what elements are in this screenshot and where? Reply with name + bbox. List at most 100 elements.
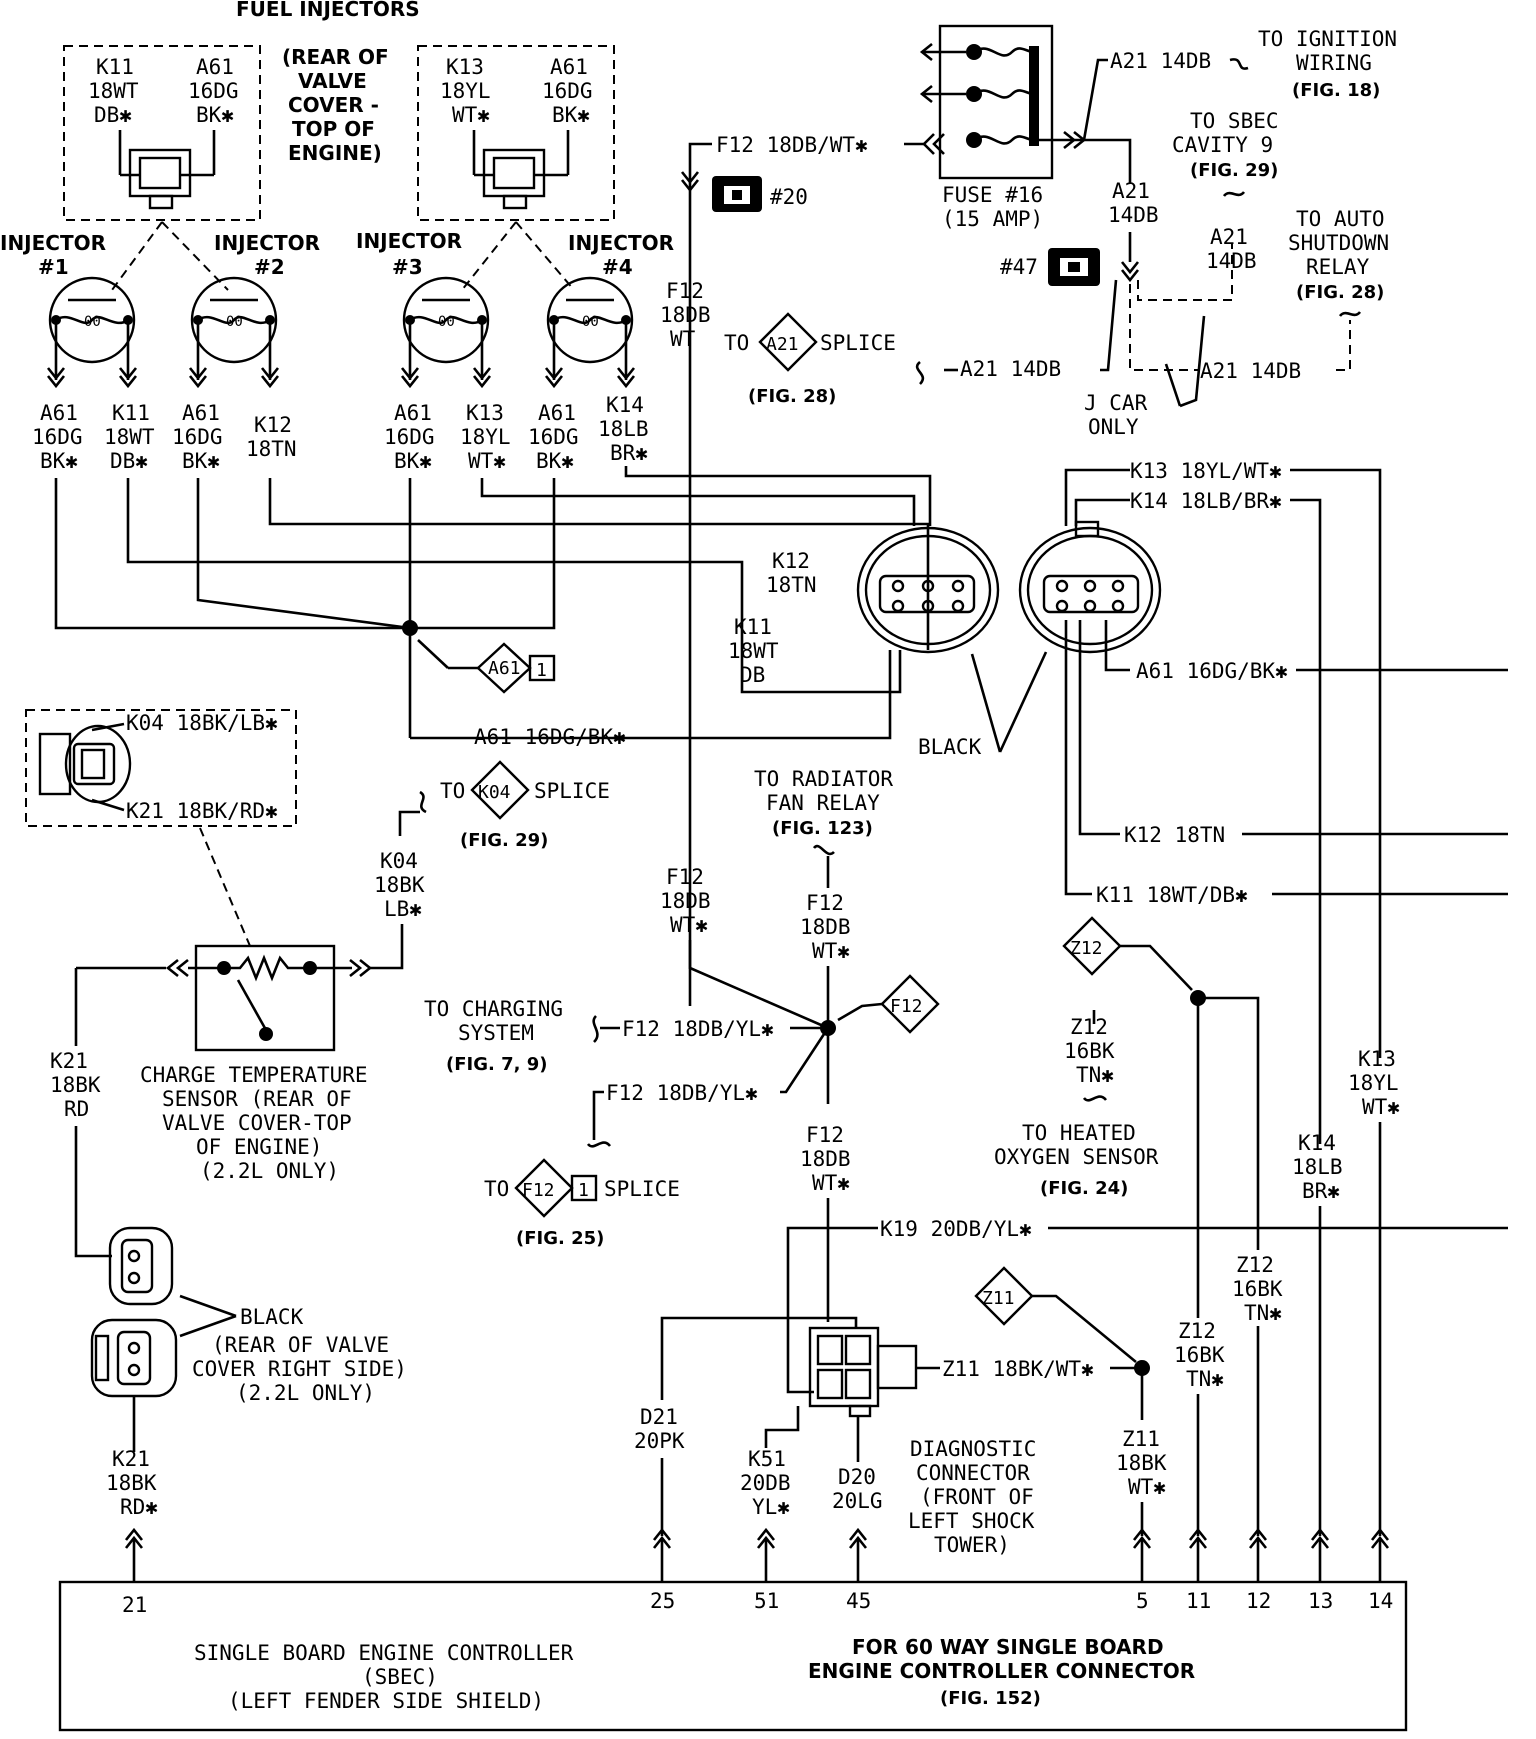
svg-text:(15 AMP): (15 AMP) — [942, 207, 1043, 231]
svg-text:J CAR: J CAR — [1084, 391, 1148, 415]
sbec-pin-chevrons — [1132, 1527, 1390, 1582]
svg-text:16DG: 16DG — [172, 425, 223, 449]
svg-text:A61: A61 — [550, 55, 588, 79]
svg-text:(REAR OF VALVE: (REAR OF VALVE — [212, 1333, 389, 1357]
svg-text:18DB: 18DB — [660, 303, 711, 327]
svg-text:TN✱: TN✱ — [1244, 1301, 1282, 1325]
injector-wire-labels: A61 16DG BK✱ K11 18WT DB✱ A61 16DG BK✱ K… — [32, 393, 649, 473]
svg-text:Z12: Z12 — [1178, 1319, 1216, 1343]
svg-text:18BK: 18BK — [374, 873, 425, 897]
svg-text:(FIG. 7, 9): (FIG. 7, 9) — [446, 1054, 547, 1075]
k21-bottom-wire: K21 18BK RD✱ — [106, 1396, 158, 1582]
svg-text:(FIG. 123): (FIG. 123) — [772, 818, 873, 839]
injector-connector-box-1 — [63, 45, 261, 221]
k04-vert-label: K04 18BK LB✱ — [374, 849, 425, 921]
svg-text:SYSTEM: SYSTEM — [458, 1021, 534, 1045]
svg-text:TO CHARGING: TO CHARGING — [424, 997, 563, 1021]
injector-3-num: #3 — [392, 255, 423, 279]
svg-text:Z12: Z12 — [1070, 1015, 1108, 1039]
svg-text:FOR 60 WAY SINGLE BOARD: FOR 60 WAY SINGLE BOARD — [852, 1635, 1164, 1659]
svg-text:(FRONT OF: (FRONT OF — [920, 1485, 1034, 1509]
svg-text:BK✱: BK✱ — [536, 449, 574, 473]
svg-text:TOP OF: TOP OF — [292, 117, 375, 141]
svg-text:WT✱: WT✱ — [812, 1171, 850, 1195]
injector-wiring — [54, 466, 932, 740]
injector-connector-1-labels: K11 18WT DB✱ A61 16DG BK✱ — [88, 55, 239, 127]
svg-text:WIRING: WIRING — [1296, 51, 1372, 75]
svg-text:A61: A61 — [182, 401, 220, 425]
svg-text:TO SBEC: TO SBEC — [1190, 109, 1279, 133]
svg-text:(SBEC): (SBEC) — [362, 1665, 438, 1689]
svg-text:K51: K51 — [748, 1447, 786, 1471]
svg-text:K11: K11 — [96, 55, 134, 79]
svg-text:TN✱: TN✱ — [1186, 1367, 1224, 1391]
svg-text:WT✱: WT✱ — [1128, 1475, 1166, 1499]
svg-text:F12: F12 — [806, 1123, 844, 1147]
svg-text:K21: K21 — [112, 1447, 150, 1471]
svg-text:K04: K04 — [380, 849, 418, 873]
right-connector-wiring — [1064, 468, 1508, 1144]
to-a21-splice: TO A21 SPLICE (FIG. 28) — [724, 312, 896, 407]
svg-text:A61: A61 — [538, 401, 576, 425]
svg-text:BK✱: BK✱ — [182, 449, 220, 473]
svg-text:K11: K11 — [734, 615, 772, 639]
injector-4: INJECTOR #4 00 — [546, 231, 674, 380]
svg-text:18YL: 18YL — [440, 79, 491, 103]
svg-text:DIAGNOSTIC: DIAGNOSTIC — [910, 1437, 1036, 1461]
svg-text:F12: F12 — [890, 996, 923, 1017]
svg-text:20PK: 20PK — [634, 1429, 685, 1453]
svg-text:K12: K12 — [772, 549, 810, 573]
svg-text:A21: A21 — [1210, 225, 1248, 249]
svg-text:BR✱: BR✱ — [610, 441, 648, 465]
rear-valve-note: (REAR OF VALVE COVER - TOP OF ENGINE) — [282, 45, 389, 165]
injector-2-label: INJECTOR — [214, 231, 320, 255]
svg-text:ENGINE CONTROLLER CONNECTOR: ENGINE CONTROLLER CONNECTOR — [808, 1659, 1195, 1683]
svg-text:BK✱: BK✱ — [196, 103, 234, 127]
svg-text:COVER -: COVER - — [288, 93, 379, 117]
f12-badge: F12 — [837, 974, 940, 1034]
svg-text:18BK: 18BK — [106, 1471, 157, 1495]
svg-text:TOWER): TOWER) — [934, 1533, 1010, 1557]
svg-text:18BK: 18BK — [1116, 1451, 1167, 1475]
svg-text:18DB: 18DB — [800, 915, 851, 939]
svg-text:12: 12 — [1246, 1589, 1271, 1613]
svg-text:18LB: 18LB — [1292, 1155, 1343, 1179]
connector-20: #20 — [712, 176, 808, 212]
charge-temp-connector-box — [25, 709, 297, 827]
injector-connector-box-2 — [417, 45, 615, 221]
svg-text:18DB: 18DB — [800, 1147, 851, 1171]
svg-text:WT✱: WT✱ — [468, 449, 506, 473]
svg-text:OF ENGINE): OF ENGINE) — [196, 1135, 322, 1159]
svg-text:TO HEATED: TO HEATED — [1022, 1121, 1136, 1145]
svg-text:K11: K11 — [112, 401, 150, 425]
title: FUEL INJECTORS — [236, 0, 420, 21]
svg-text:00: 00 — [226, 314, 243, 330]
k21-left-wire: K21 18BK RD — [50, 968, 112, 1258]
svg-text:18DB: 18DB — [660, 889, 711, 913]
injector-2: INJECTOR #2 00 — [190, 231, 320, 380]
sbec-pin-labels: 21 25 51 45 5 11 12 13 14 — [122, 1589, 1393, 1617]
black2-label: BLACK (REAR OF VALVE COVER RIGHT SIDE) (… — [179, 1294, 407, 1405]
svg-text:F12: F12 — [522, 1180, 555, 1201]
svg-text:BK✱: BK✱ — [40, 449, 78, 473]
svg-text:D20: D20 — [838, 1465, 876, 1489]
svg-text:F12: F12 — [666, 865, 704, 889]
svg-text:18BK: 18BK — [50, 1073, 101, 1097]
svg-text:TO: TO — [484, 1177, 509, 1201]
injector-4-num: #4 — [602, 255, 633, 279]
svg-text:DB✱: DB✱ — [94, 103, 132, 127]
injector-pointer-lines — [111, 221, 575, 291]
to-f12-splice: TO F12 1 SPLICE (FIG. 25) — [484, 1158, 680, 1249]
a61-splice-dot — [402, 620, 418, 636]
svg-text:1: 1 — [578, 1180, 589, 1201]
injector-connector-2-plug — [472, 130, 570, 210]
svg-text:00: 00 — [84, 314, 101, 330]
svg-text:F12 18DB/YL✱: F12 18DB/YL✱ — [606, 1081, 758, 1105]
svg-text:25: 25 — [650, 1589, 675, 1613]
svg-text:F12 18DB/YL✱: F12 18DB/YL✱ — [622, 1017, 774, 1041]
k19-wire: K19 20DB/YL✱ — [786, 1217, 1508, 1394]
svg-text:K04: K04 — [478, 782, 511, 803]
svg-text:(FIG. 29): (FIG. 29) — [460, 830, 548, 851]
svg-text:18WT: 18WT — [104, 425, 155, 449]
